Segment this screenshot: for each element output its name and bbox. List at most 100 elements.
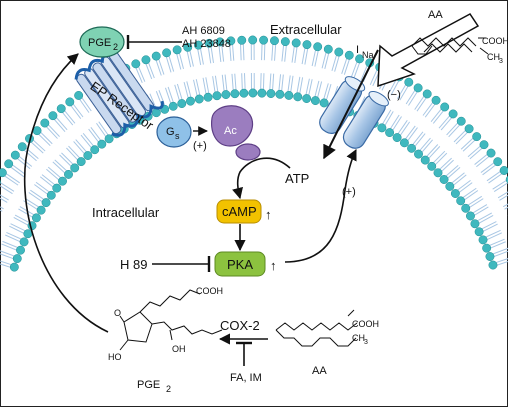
lipid-head bbox=[64, 170, 72, 178]
cox2-label: COX-2 bbox=[220, 318, 260, 333]
pge2-ligand-label: PGE bbox=[88, 37, 111, 49]
lipid-head bbox=[24, 230, 32, 238]
lipid-head bbox=[267, 89, 275, 97]
lipid-head bbox=[449, 110, 457, 118]
lipid-head bbox=[249, 89, 257, 97]
lipid-head bbox=[132, 60, 140, 68]
pka-box: PKA bbox=[215, 252, 265, 276]
pka-increase-arrow: ↑ bbox=[270, 258, 277, 273]
lipid-head bbox=[313, 43, 321, 51]
lipid-head bbox=[231, 90, 239, 98]
pge2-cooh: COOH bbox=[196, 286, 223, 296]
lipid-head bbox=[178, 99, 186, 107]
pge2-product-structure bbox=[120, 290, 222, 350]
lipid-head bbox=[472, 132, 480, 140]
lipid-head bbox=[414, 150, 422, 158]
lipid-head bbox=[105, 135, 113, 143]
h89-label: H 89 bbox=[120, 257, 147, 272]
gs-stimulation-label: (+) bbox=[193, 140, 207, 152]
lipid-head bbox=[248, 36, 256, 44]
aa-outside-label: AA bbox=[428, 9, 443, 21]
lipid-head bbox=[475, 228, 483, 236]
lipid-head bbox=[84, 151, 92, 159]
lipid-head bbox=[173, 46, 181, 54]
lipid-head bbox=[292, 39, 300, 47]
lipid-head bbox=[41, 119, 49, 127]
lipid-head bbox=[204, 93, 212, 101]
lipid-head bbox=[0, 168, 7, 176]
lipid-head bbox=[428, 162, 436, 170]
adenylyl-cyclase: Ac bbox=[212, 106, 260, 160]
lipid-head bbox=[259, 36, 267, 44]
lipid-head bbox=[471, 220, 479, 228]
pge2-product-label: PGE bbox=[137, 379, 160, 391]
lipid-head bbox=[98, 140, 106, 148]
svg-text:2: 2 bbox=[113, 42, 118, 52]
atp-label: ATP bbox=[285, 171, 309, 186]
lipid-head bbox=[91, 146, 99, 154]
lipid-head bbox=[162, 49, 170, 57]
lipid-head bbox=[270, 36, 278, 44]
lipid-head bbox=[407, 144, 415, 152]
lipid-head bbox=[335, 48, 343, 56]
gs-protein: G s bbox=[157, 117, 191, 147]
camp-label: cAMP bbox=[222, 204, 257, 219]
lipid-head bbox=[16, 246, 24, 254]
atp-to-camp-arrow bbox=[238, 158, 290, 198]
lipid-tail bbox=[494, 181, 508, 192]
aa-effect-big-arrow bbox=[378, 14, 478, 86]
lipid-head bbox=[456, 197, 464, 205]
camp-increase-arrow: ↑ bbox=[265, 207, 272, 222]
ina-label: I bbox=[356, 44, 359, 56]
lipid-head bbox=[32, 214, 40, 222]
lipid-head bbox=[466, 212, 474, 220]
lipid-head bbox=[311, 96, 319, 104]
lipid-head bbox=[414, 84, 422, 92]
lipid-head bbox=[324, 45, 332, 53]
lipid-head bbox=[423, 90, 431, 98]
lipid-head bbox=[465, 125, 473, 133]
lipid-head bbox=[20, 238, 28, 246]
lipid-head bbox=[37, 206, 45, 214]
lipid-head bbox=[434, 169, 442, 177]
lipid-head bbox=[58, 177, 66, 185]
lipid-head bbox=[222, 90, 230, 98]
lipid-head bbox=[18, 143, 26, 151]
lipid-head bbox=[440, 103, 448, 111]
lipid-head bbox=[482, 244, 490, 252]
pka-label: PKA bbox=[227, 257, 253, 272]
antagonist-ah23848: AH 23848 bbox=[182, 38, 231, 50]
lipid-head bbox=[142, 56, 150, 64]
lipid-head bbox=[385, 128, 393, 136]
lipid-head bbox=[169, 102, 177, 110]
lipid-head bbox=[302, 94, 310, 102]
aa-inside-structure bbox=[276, 310, 357, 346]
lipid-head bbox=[53, 184, 61, 192]
lipid-head bbox=[486, 252, 494, 260]
svg-text:G: G bbox=[166, 126, 175, 138]
lipid-head bbox=[66, 98, 74, 106]
lipid-head bbox=[320, 99, 328, 107]
lipid-head bbox=[186, 97, 194, 105]
lipid-head bbox=[421, 156, 429, 164]
svg-text:HO: HO bbox=[108, 352, 122, 362]
lipid-head bbox=[378, 124, 386, 132]
lipid-head bbox=[489, 261, 497, 269]
lipid-head bbox=[276, 90, 284, 98]
lipid-head bbox=[47, 191, 55, 199]
lipid-head bbox=[49, 111, 57, 119]
lipid-head bbox=[152, 52, 160, 60]
lipid-head bbox=[440, 175, 448, 183]
lipid-head bbox=[57, 104, 65, 112]
lipid-head bbox=[400, 139, 408, 147]
camp-box: cAMP bbox=[217, 200, 261, 223]
ac-label: Ac bbox=[224, 125, 237, 137]
lipid-tail bbox=[0, 183, 12, 194]
cox-inhibitors-label: FA, IM bbox=[230, 372, 262, 384]
lipid-head bbox=[238, 36, 246, 44]
aa-inside-label: AA bbox=[312, 365, 327, 377]
ep-receptor: EP Receptor bbox=[72, 42, 165, 139]
lipid-head bbox=[480, 141, 488, 149]
lipid-tail bbox=[500, 190, 508, 200]
lipid-head bbox=[285, 91, 293, 99]
